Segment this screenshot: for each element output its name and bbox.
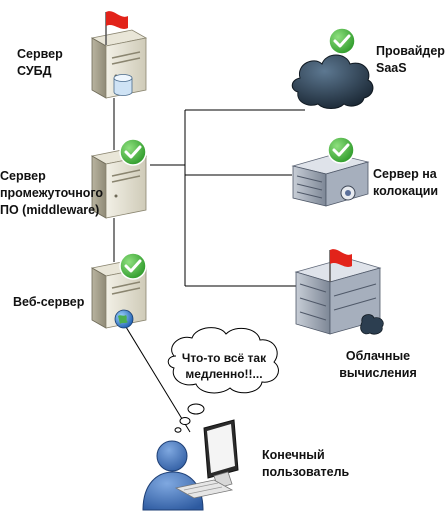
speech-bubble-text: Что-то всё так медленно!!... [176,350,272,382]
user-label-line1: Конечный [262,448,325,462]
saas-label-line2: SaaS [376,61,407,75]
dbms-label-line1: Сервер [17,47,63,61]
connections [113,98,305,433]
flag-icon [329,249,352,282]
dbms-server-label: Сервер СУБД [17,46,63,80]
saas-provider-label: Провайдер SaaS [376,43,445,77]
user-label-line2: пользователь [262,465,350,479]
colo-label-line2: колокации [373,184,439,198]
middleware-label-line2: промежуточного [0,186,104,200]
server-cluster-icon [294,257,384,335]
checkmark-icon [328,27,356,55]
colocation-server-label: Сервер на колокации [373,166,438,200]
speech-line2: медленно!!... [185,367,263,381]
flag-icon [105,11,128,45]
keyboard-icon [174,479,234,499]
dbms-label-line2: СУБД [17,64,52,78]
cloud-label-line1: Облачные [345,349,411,363]
colo-label-line1: Сервер на [373,167,437,181]
middleware-server-label: Сервер промежуточного ПО (middleware) [0,168,103,219]
rack-server-icon [291,153,370,207]
database-icon [113,74,133,96]
checkmark-icon [119,252,147,280]
cloud-computing-label: Облачные вычисления [333,348,423,382]
checkmark-icon [327,136,355,164]
thought-bubble-icon [167,327,279,433]
middleware-label-line1: Сервер [0,169,46,183]
saas-label-line1: Провайдер [376,44,445,58]
monitor-icon [203,419,239,489]
checkmark-icon [119,138,147,166]
user-icon [142,440,204,511]
globe-icon [114,309,134,329]
web-server-label: Веб-сервер [13,294,84,311]
middleware-label-line3: ПО (middleware) [0,203,100,217]
cloud-label-line2: вычисления [339,366,417,380]
end-user-label: Конечный пользователь [262,447,349,481]
web-label-line1: Веб-сервер [13,295,85,309]
speech-line1: Что-то всё так [181,351,267,365]
link-web-user [125,326,191,433]
cloud-icon [291,54,374,109]
